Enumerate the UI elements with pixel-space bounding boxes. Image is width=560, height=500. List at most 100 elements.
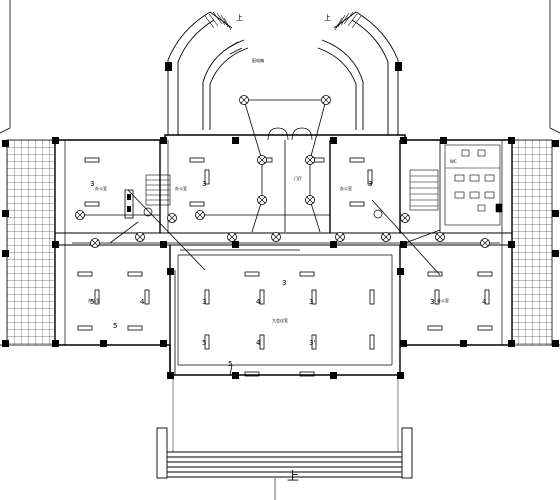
room-label: 办公室 <box>88 297 100 303</box>
structural-column <box>160 340 167 347</box>
structural-column <box>400 340 407 347</box>
stair-up-mark-right: 上 <box>324 13 331 22</box>
circuit-number: 3 <box>282 279 286 287</box>
room-label: 办公室 <box>437 297 449 303</box>
structural-column <box>400 137 407 144</box>
circuit-number: 3 <box>309 298 313 306</box>
stair-treads-right <box>334 11 362 31</box>
fluorescent-fixture <box>427 325 443 331</box>
lamp-cross <box>258 156 266 164</box>
structural-column <box>2 140 9 147</box>
fluorescent-fixture <box>94 289 100 305</box>
fluorescent-fixture <box>204 334 210 350</box>
lamp-cross <box>306 196 314 204</box>
building-walls <box>54 134 513 376</box>
circuit-number: 4 <box>256 339 261 347</box>
front-steps <box>156 375 413 500</box>
stair-treads-left <box>204 11 232 31</box>
fluorescent-fixture <box>349 157 365 163</box>
fluorescent-fixture <box>477 271 493 277</box>
structural-column <box>330 372 337 379</box>
entrance-canopy <box>167 11 399 135</box>
lamp-cross <box>240 96 248 104</box>
structural-column <box>508 137 515 144</box>
fluorescent-fixture <box>349 201 365 207</box>
structural-column <box>397 268 404 275</box>
drawing-labels: 上 上 上 办公室 办公室 办公室 大会议室 办公室 办公室 门厅 配电箱 WC… <box>88 13 487 483</box>
circuit-number: 5 <box>113 322 117 330</box>
panel-label: 配电箱 <box>252 57 264 63</box>
fluorescent-fixture <box>84 201 100 207</box>
fluorescent-fixture <box>127 271 143 277</box>
circuit-number: 4 <box>256 298 261 306</box>
sheet-border <box>0 0 560 346</box>
structural-column <box>552 340 559 347</box>
structural-column <box>160 241 167 248</box>
fluorescent-fixture <box>259 289 265 305</box>
room-label: 办公室 <box>175 185 187 191</box>
fluorescent-fixture <box>84 157 100 163</box>
structural-column <box>100 340 107 347</box>
structural-column <box>552 250 559 257</box>
fluorescent-fixture <box>144 289 150 305</box>
side-terraces <box>6 139 553 346</box>
lamp-cross <box>336 233 344 241</box>
circuit-number: 3 <box>202 180 206 188</box>
lobby-stair <box>145 174 171 206</box>
circuit-number: 3 <box>90 180 94 188</box>
structural-column <box>167 268 174 275</box>
room-label: 办公室 <box>340 185 352 191</box>
circuit-number: 4 <box>140 298 145 306</box>
fluorescent-fixture <box>369 334 375 350</box>
fluorescent-fixture <box>77 271 93 277</box>
lamp-cross <box>258 196 266 204</box>
structural-column <box>160 137 167 144</box>
circuit-number: 5 <box>90 298 94 306</box>
fluorescent-fixture <box>127 325 143 331</box>
fluorescent-fixture <box>299 271 315 277</box>
structural-column <box>232 137 239 144</box>
circuit-number: 5 <box>202 339 206 347</box>
structural-column <box>440 137 447 144</box>
structural-column <box>52 340 59 347</box>
lamp-cross <box>306 156 314 164</box>
lamp-cross <box>401 214 409 222</box>
circuit-number: 3 <box>368 180 372 188</box>
lamp-cross <box>436 233 444 241</box>
lamp-cross <box>481 239 489 247</box>
structural-column <box>2 250 9 257</box>
fluorescent-fixture <box>477 325 493 331</box>
distribution-panel <box>124 189 383 219</box>
circuit-number: 3' <box>309 339 315 347</box>
main-up-mark: 上 <box>287 469 299 483</box>
structural-column <box>330 241 337 248</box>
canopy-column <box>165 62 172 71</box>
main-entrance-doors <box>267 127 313 141</box>
structural-column <box>232 241 239 248</box>
fluorescent-fixture <box>299 371 315 377</box>
structural-column <box>508 340 515 347</box>
restroom-label: WC <box>450 159 457 164</box>
lamp-cross <box>382 233 390 241</box>
circuit-number: 3 <box>430 298 434 306</box>
structural-column <box>2 340 9 347</box>
circuit-number: 5 <box>228 360 232 368</box>
structural-column <box>52 241 59 248</box>
structural-column <box>232 372 239 379</box>
structural-column <box>400 241 407 248</box>
fluorescent-fixture <box>244 371 260 377</box>
fluorescent-fixture <box>311 334 317 350</box>
fluorescent-fixture <box>189 201 205 207</box>
lamp-cross <box>272 233 280 241</box>
fluorescent-fixture <box>77 325 93 331</box>
canopy-column <box>395 62 402 71</box>
structural-column <box>552 140 559 147</box>
lamp-cross <box>196 211 204 219</box>
stair-up-mark-left: 上 <box>236 13 243 22</box>
fluorescent-fixture <box>259 334 265 350</box>
fluorescent-fixture <box>434 289 440 305</box>
structural-column <box>552 210 559 217</box>
lamp-cross <box>91 239 99 247</box>
